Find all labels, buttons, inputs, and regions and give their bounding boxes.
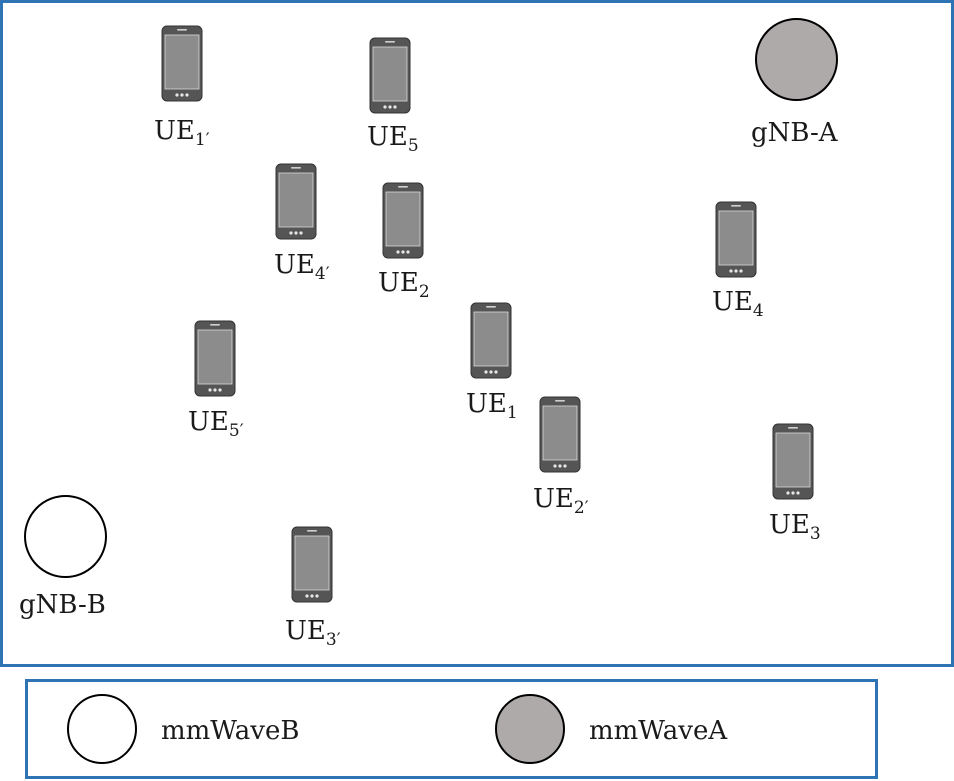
ue-phone-ue5 (369, 37, 411, 114)
ue-phone-ue2p (539, 396, 581, 473)
gnb-a-circle (755, 18, 838, 101)
ue-label-ue2: UE2 (378, 268, 430, 302)
ue-label-ue1p: UE1′ (154, 116, 210, 150)
ue-phone-ue2 (382, 182, 424, 259)
smartphone-icon (772, 423, 814, 500)
smartphone-icon (194, 320, 236, 397)
legend-label-mmwave-b: mmWaveB (161, 716, 300, 746)
ue-phone-ue3p (291, 526, 333, 603)
legend-label-mmwave-a: mmWaveA (589, 716, 728, 746)
smartphone-icon (715, 201, 757, 278)
smartphone-icon (291, 526, 333, 603)
diagram-frame (0, 0, 954, 667)
ue-label-ue3: UE3 (769, 510, 821, 544)
ue-phone-ue4 (715, 201, 757, 278)
ue-phone-ue3 (772, 423, 814, 500)
smartphone-icon (539, 396, 581, 473)
ue-label-ue2p: UE2′ (533, 484, 589, 518)
legend-box (25, 679, 878, 779)
legend-swatch-mmwave-a (495, 694, 565, 764)
ue-phone-ue1p (161, 25, 203, 102)
ue-label-ue5p: UE5′ (188, 407, 244, 441)
ue-phone-ue5p (194, 320, 236, 397)
smartphone-icon (369, 37, 411, 114)
ue-label-ue1: UE1 (466, 389, 518, 423)
ue-label-ue4: UE4 (712, 287, 764, 321)
ue-phone-ue4p (275, 163, 317, 240)
ue-label-ue4p: UE4′ (274, 250, 330, 284)
legend-swatch-mmwave-b (67, 694, 137, 764)
ue-label-ue5: UE5 (367, 122, 419, 156)
gnb-a-label: gNB-A (751, 118, 838, 148)
smartphone-icon (470, 302, 512, 379)
smartphone-icon (275, 163, 317, 240)
ue-label-ue3p: UE3′ (285, 616, 341, 650)
gnb-b-label: gNB-B (19, 590, 106, 620)
smartphone-icon (382, 182, 424, 259)
gnb-b-circle (24, 495, 107, 578)
ue-phone-ue1 (470, 302, 512, 379)
smartphone-icon (161, 25, 203, 102)
